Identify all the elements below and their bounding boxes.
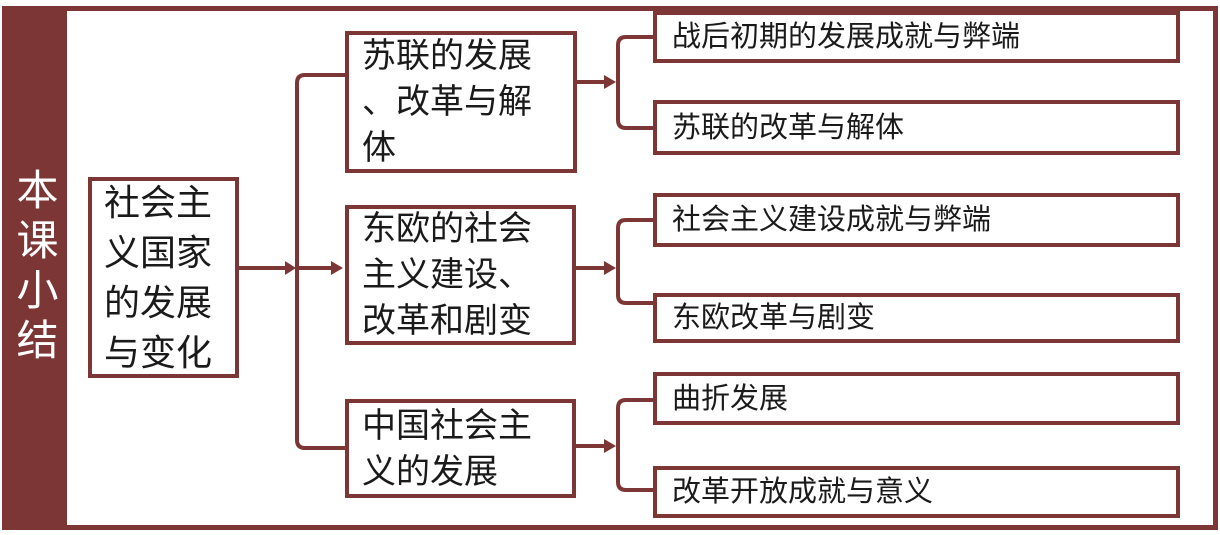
leaf-node-label: 社会主义建设成就与弊端	[672, 204, 992, 236]
title-bar: 本课小结	[2, 6, 67, 530]
leaf-node-label: 曲折发展	[672, 382, 789, 415]
branch-node-label: 中国社会主 义的发展	[362, 406, 532, 491]
branch-node-soviet: 苏联的发展 、改革与解 体	[345, 31, 577, 173]
leaf-node: 东欧改革与剧变	[653, 293, 1180, 343]
leaf-node: 苏联的改革与解体	[653, 100, 1180, 155]
leaf-node-label: 苏联的改革与解体	[672, 111, 905, 144]
arrowhead-branch1	[604, 75, 616, 89]
branch-node-eastern-europe: 东欧的社会 主义建设、 改革和剧变	[345, 205, 576, 345]
leaf-node-label: 改革开放成就与意义	[672, 476, 934, 508]
arrowhead-branch3	[604, 439, 616, 453]
leaf-node: 社会主义建设成就与弊端	[653, 193, 1180, 247]
branch1-bracket	[616, 35, 653, 130]
branch2-bracket	[616, 218, 653, 305]
branch-node-label: 苏联的发展 、改革与解 体	[362, 37, 532, 167]
arrowhead-branch2	[604, 261, 616, 275]
page-title: 本课小结	[11, 168, 58, 368]
branch3-bracket	[616, 398, 653, 492]
branch-node-label: 东欧的社会 主义建设、 改革和剧变	[362, 210, 532, 340]
leaf-node-label: 东欧改革与剧变	[672, 302, 876, 334]
arrowhead-trunk-to-branch2	[331, 261, 343, 275]
trunk-connector	[295, 73, 345, 450]
leaf-node: 战后初期的发展成就与弊端	[653, 11, 1180, 63]
root-node: 社会主 义国家 的发展 与变化	[88, 177, 239, 378]
leaf-node-label: 战后初期的发展成就与弊端	[672, 21, 1021, 53]
root-node-label: 社会主 义国家 的发展 与变化	[104, 181, 213, 373]
arrowhead-root-to-trunk	[285, 261, 296, 275]
leaf-node: 曲折发展	[653, 372, 1180, 425]
branch-node-china: 中国社会主 义的发展	[345, 399, 576, 498]
leaf-node: 改革开放成就与意义	[653, 466, 1180, 518]
